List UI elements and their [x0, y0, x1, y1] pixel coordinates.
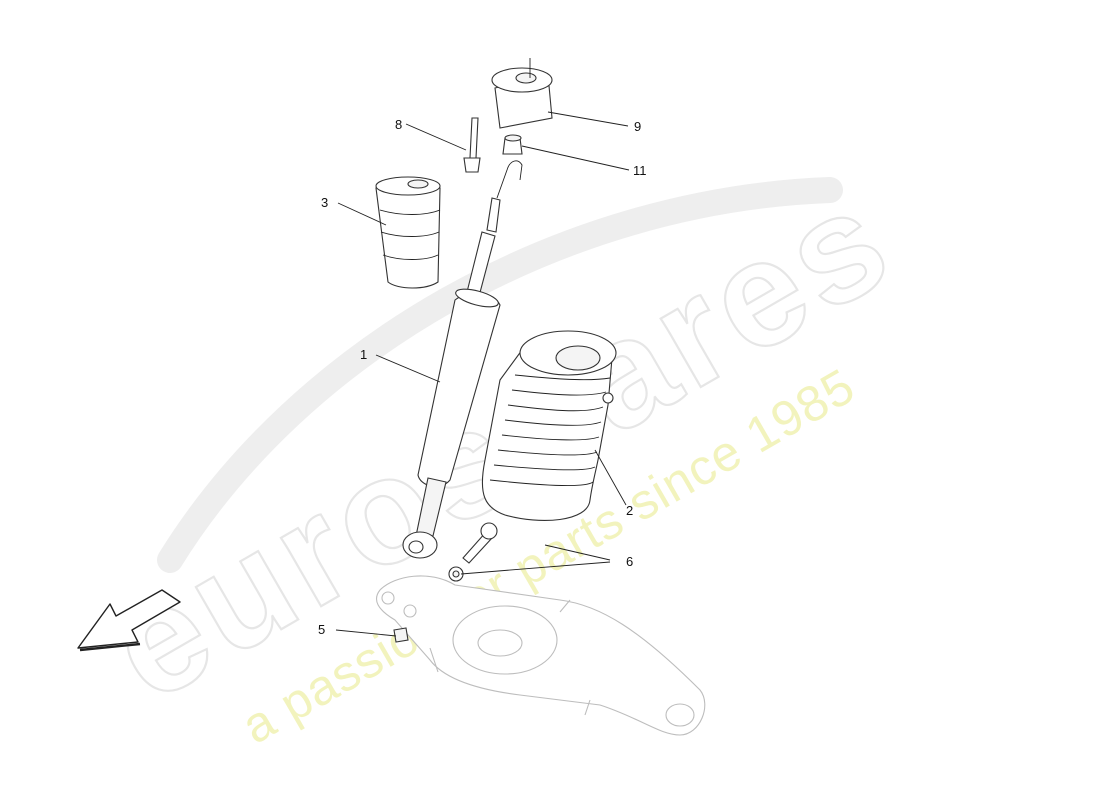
callout-1: 1	[360, 347, 367, 362]
dust-boot	[375, 176, 441, 289]
top-mount	[491, 58, 553, 129]
top-nut	[502, 134, 523, 155]
callout-2: 2	[626, 503, 633, 518]
shock-absorber	[402, 160, 523, 559]
callout-11: 11	[633, 163, 647, 178]
callout-9: 9	[634, 119, 641, 134]
callouts: 1 2 3 5 6 8 9 11	[318, 117, 647, 637]
lower-control-arm	[376, 575, 706, 736]
lower-nut	[393, 627, 409, 643]
callout-6: 6	[626, 554, 633, 569]
watermark-swoosh	[157, 177, 843, 573]
callout-3: 3	[321, 195, 328, 210]
leader-lines	[335, 111, 630, 637]
callout-5: 5	[318, 622, 325, 637]
callout-8: 8	[395, 117, 402, 132]
long-bolt	[448, 522, 498, 582]
bolt-small	[463, 117, 481, 173]
arrow-left-down-icon	[77, 589, 181, 652]
air-spring	[481, 330, 617, 522]
